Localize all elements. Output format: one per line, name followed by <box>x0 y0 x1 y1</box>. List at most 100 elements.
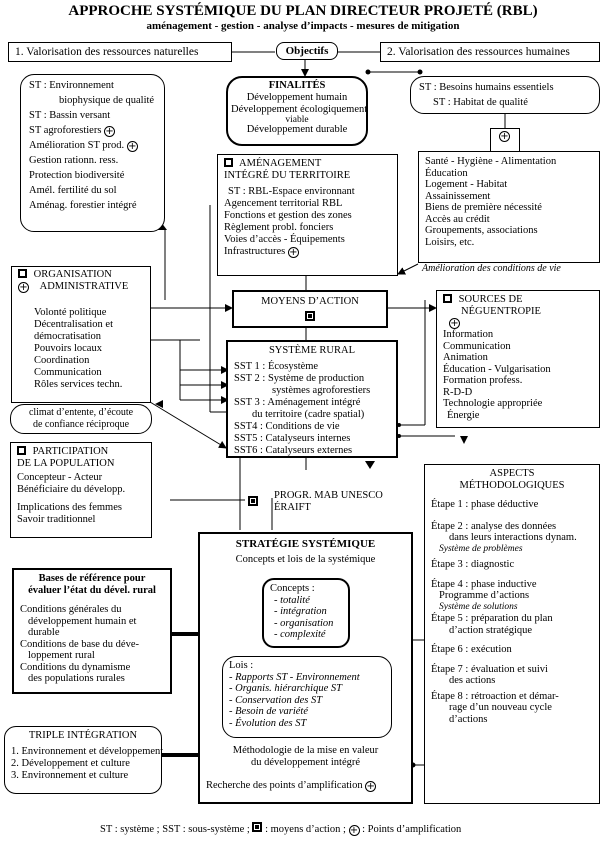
page-title: APPROCHE SYSTÉMIQUE DU PLAN DIRECTEUR PR… <box>68 3 538 19</box>
st-right-item: ST : Besoins humains essentiels <box>419 82 554 93</box>
st-left-item: Amélioration ST prod. <box>29 140 125 151</box>
lois-title: Lois : <box>229 660 254 671</box>
legend: ST : système ; SST : sous-système ; : mo… <box>100 822 461 836</box>
climat-line: de confiance réciproque <box>32 419 130 430</box>
loi-item: - Conservation des ST <box>229 694 323 706</box>
participation-item: Bénéficiaire du développ. <box>17 484 126 495</box>
sst-item: SST4 : Conditions de vie <box>234 421 340 432</box>
strategie-title: STRATÉGIE SYSTÉMIQUE <box>235 538 376 550</box>
bases-title: Bases de référence pour <box>38 573 146 584</box>
st-left-item: ST agroforestiers <box>29 125 102 136</box>
besoins-connector: + <box>490 128 520 152</box>
besoins-item: Logement - Habitat <box>425 179 508 190</box>
loi-item: - Évolution des ST <box>229 717 307 729</box>
progr-line: PROGR. MAB UNESCO <box>274 490 383 501</box>
organisation-box: ORGANISATION + ADMINISTRATIVE Volonté po… <box>11 266 151 403</box>
methodologie-label: Méthodologie de la mise en valeur du dév… <box>200 745 411 769</box>
triple-box: TRIPLE INTÉGRATION 1. Environnement et d… <box>4 726 163 794</box>
etape-item: Programme d’actions <box>439 590 530 601</box>
besoins-item: Éducation <box>425 167 468 179</box>
besoins-box: Santé - Hygiène - Alimentation Éducation… <box>418 151 600 263</box>
besoins-item: Biens de première nécessité <box>425 202 542 213</box>
st-right-box: ST : Besoins humains essentiels ST : Hab… <box>410 76 600 114</box>
finalites-item: viable <box>285 115 309 125</box>
amenagement-item: Infrastructures <box>224 246 286 257</box>
legend-text: : Points d’amplification <box>362 824 462 835</box>
bases-item: durable <box>28 627 60 638</box>
valorisation-humaines-box: 2. Valorisation des ressources humaines <box>380 42 600 62</box>
climat-line: climat d’entente, d’écoute <box>28 407 134 418</box>
moyens-action-square-icon <box>224 158 233 167</box>
amenagement-item: ST : RBL-Espace environnant <box>228 186 355 197</box>
sst-item: systèmes agroforestiers <box>272 385 371 396</box>
organisation-item: Pouvoirs locaux <box>34 343 102 354</box>
participation-title: PARTICIPATION <box>32 446 109 457</box>
moyens-action-square-icon <box>17 446 26 455</box>
sst-item: du territoire (cadre spatial) <box>252 409 365 420</box>
etape-item: Étape 5 : préparation du plan <box>431 613 553 624</box>
bases-item: loppement rural <box>28 650 95 661</box>
amenagement-item: Fonctions et gestion des zones <box>224 210 352 221</box>
etape-item: Étape 4 : phase inductive <box>431 578 537 590</box>
loi-item: - Organis. hiérarchique ST <box>229 683 342 694</box>
amenagement-item: Agencement territorial RBL <box>224 198 343 209</box>
sources-title: SOURCES DE <box>458 294 523 305</box>
bases-item: Conditions du dynamisme <box>20 661 131 673</box>
sources-item: Information <box>443 329 494 340</box>
finalites-box: FINALITÉS Développement humain Développe… <box>226 76 368 146</box>
organisation-item: Décentralisation et <box>34 319 114 330</box>
moyens-action-square-icon <box>305 311 315 321</box>
moyens-action-square-icon <box>248 496 258 506</box>
progr-label: PROGR. MAB UNESCO ÉRAIFT <box>274 490 383 514</box>
amenagement-box: AMÉNAGEMENT INTÉGRÉ DU TERRITOIRE ST : R… <box>217 154 398 276</box>
sst-item: SST6 : Catalyseurs externes <box>234 445 353 456</box>
amenagement-title: AMÉNAGEMENT <box>239 158 322 169</box>
aspects-title: ASPECTS <box>489 468 535 479</box>
etape-item: Étape 7 : évaluation et suivi <box>431 663 548 675</box>
amenagement-item: Voies d’accès - Équipements <box>224 234 345 245</box>
amplification-plus-icon: + <box>348 825 360 836</box>
amplification-plus-icon: + <box>499 131 510 142</box>
organisation-item: démocratisation <box>34 331 102 342</box>
concepts-box: Concepts : - totalité - intégration - or… <box>262 578 350 648</box>
organisation-item: Volonté politique <box>34 307 107 318</box>
progr-square <box>248 493 258 511</box>
organisation-title: ADMINISTRATIVE <box>39 281 129 292</box>
organisation-title: ORGANISATION <box>33 269 112 280</box>
triple-item: 3. Environnement et culture <box>11 770 129 781</box>
finalites-item: Développement durable <box>246 124 348 135</box>
legend-text: : moyens d’action ; <box>265 824 346 835</box>
bases-item: développement humain et <box>28 615 137 627</box>
st-left-item: Aménag. forestier intégré <box>29 200 137 211</box>
participation-box: PARTICIPATION DE LA POPULATION Concepteu… <box>10 442 152 538</box>
etape-item: des actions <box>449 675 496 686</box>
besoins-caption: Amélioration des conditions de vie <box>422 263 561 274</box>
loi-item: - Besoin de variété <box>229 706 309 717</box>
st-left-item: ST : Environnement <box>29 80 114 91</box>
finalites-item: Développement humain <box>246 92 348 103</box>
st-left-item: Gestion rationn. ress. <box>29 155 119 166</box>
participation-item: Implications des femmes <box>17 502 122 513</box>
concepts-lois-label: Concepts et lois de la systémique <box>235 554 376 565</box>
moyens-action-box: MOYENS D’ACTION <box>232 290 388 328</box>
besoins-item: Accès au crédit <box>425 213 490 225</box>
concept-item: - intégration <box>274 606 327 617</box>
etape-item: Étape 2 : analyse des données <box>431 520 557 532</box>
etape-item: dans leurs interactions dynam. <box>449 532 577 543</box>
loi-item: - Rapports ST - Environnement <box>229 671 360 683</box>
progr-line: ÉRAIFT <box>274 502 311 513</box>
sources-title: NÉGUENTROPIE <box>461 305 541 317</box>
etape-item: rage d’un nouveau cycle <box>449 702 552 713</box>
besoins-item: Santé - Hygiène - Alimentation <box>425 156 557 167</box>
sst-item: SST 1 : Écosystème <box>234 361 319 372</box>
besoins-item: Assainissement <box>425 190 491 202</box>
methodologie-line: du développement intégré <box>250 757 361 768</box>
concepts-title: Concepts : <box>270 583 315 594</box>
st-left-item: biophysique de qualité <box>59 95 155 106</box>
amplification-plus-icon: + <box>449 318 460 329</box>
etape-item: d’actions <box>449 713 488 725</box>
lois-box: Lois : - Rapports ST - Environnement - O… <box>222 656 392 738</box>
st-left-item: Protection biodiversité <box>29 170 125 181</box>
amenagement-title: INTÉGRÉ DU TERRITOIRE <box>224 170 351 181</box>
participation-title: DE LA POPULATION <box>17 458 115 469</box>
